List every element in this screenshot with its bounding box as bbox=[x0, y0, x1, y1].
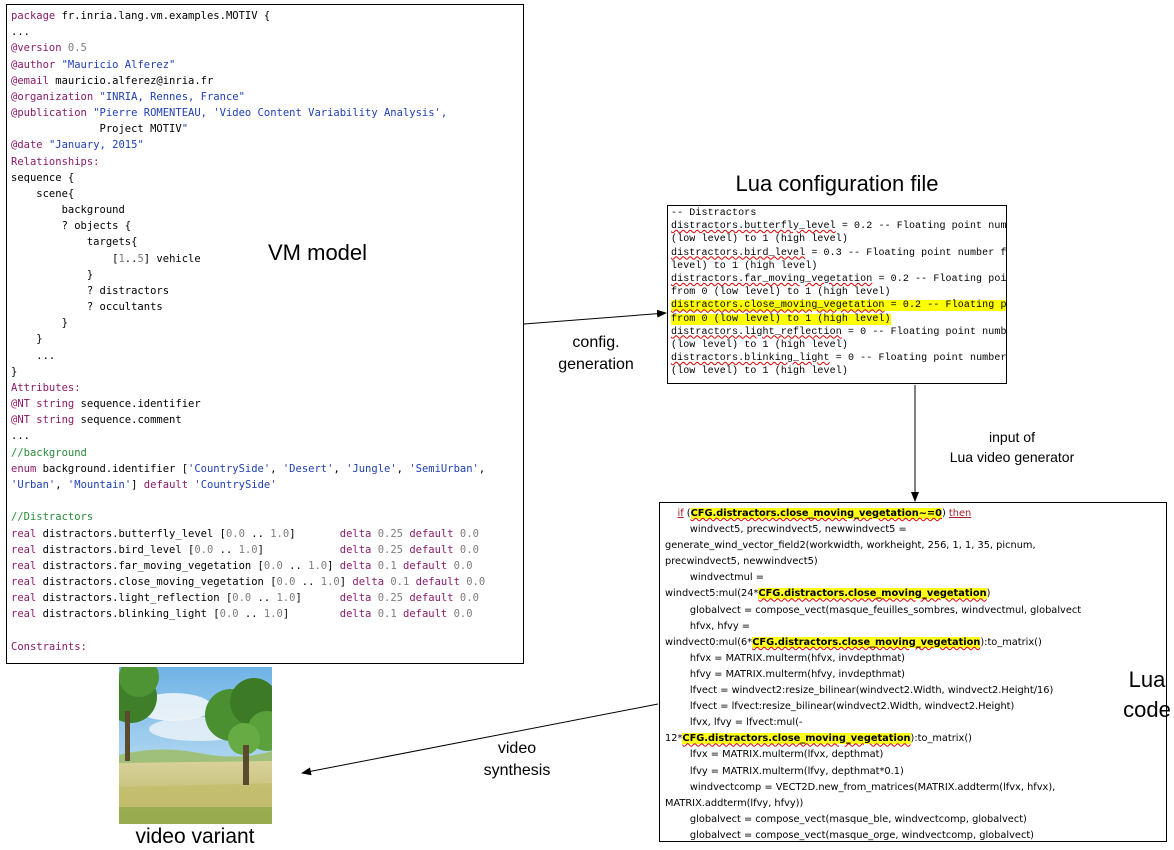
config-generation-line2: generation bbox=[558, 356, 634, 373]
lua-config-line: from 0 (low level) to 1 (high level) bbox=[671, 287, 891, 299]
lua-code-label-line1: Lua bbox=[1128, 667, 1166, 692]
vm-code-line: Constraints: bbox=[11, 640, 87, 653]
lua-config-line: from 0 (low level) to 1 (high level) bbox=[671, 313, 891, 325]
vm-code-line: targets{ bbox=[11, 236, 138, 249]
vm-code-line: ? distractors bbox=[11, 284, 170, 297]
vm-code-line: real distractors.light_reflection [0.0 .… bbox=[11, 592, 479, 605]
lua-code-line: hfvx = MATRIX.multerm(hfvx, invdepthmat) bbox=[665, 652, 906, 664]
vm-code-line: @email mauricio.alferez@inria.fr bbox=[11, 74, 214, 87]
lua-code: if (CFG.distractors.close_moving_vegetat… bbox=[665, 506, 1164, 841]
vm-code-line: 'Urban', 'Mountain'] default 'CountrySid… bbox=[11, 478, 277, 491]
vm-code-line: Attributes: bbox=[11, 381, 81, 394]
vm-code-line: [1..5] vehicle bbox=[11, 252, 201, 265]
lua-config-line: (low level) to 1 (high level) bbox=[671, 234, 848, 246]
lua-config-line: level) to 1 (high level) bbox=[671, 260, 818, 272]
lua-config-line: distractors.far_moving_vegetation = 0.2 … bbox=[671, 273, 1007, 285]
vm-code-line: Relationships: bbox=[11, 155, 100, 168]
lua-config-code: -- Distractors distractors.butterfly_leve… bbox=[671, 207, 1007, 378]
lua-config-title: Lua configuration file bbox=[735, 171, 939, 196]
vm-code-line: real distractors.far_moving_vegetation [… bbox=[11, 559, 473, 572]
lua-code-line: windvectcomp = VECT2D.new_from_matrices(… bbox=[665, 781, 1056, 793]
vm-code-line: Project MOTIV" bbox=[11, 123, 189, 136]
lua-config-line: distractors.close_moving_vegetation = 0.… bbox=[671, 299, 1006, 312]
lua-code-line: globalvect = compose_vect(masque_ble, wi… bbox=[665, 813, 1027, 825]
lua-code-line: precwindvect5, newwindvect5) bbox=[665, 556, 818, 568]
config-generation-arrow bbox=[523, 309, 667, 325]
vm-code-line: @date "January, 2015" bbox=[11, 139, 144, 152]
vm-code-line: real distractors.butterfly_level [0.0 ..… bbox=[11, 527, 479, 540]
lua-code-line: windvect0:mul(6*CFG.distractors.close_mo… bbox=[665, 636, 1042, 648]
vm-code-line: ? occultants bbox=[11, 301, 163, 314]
input-of-line2: Lua video generator bbox=[949, 449, 1075, 465]
video-variant-image bbox=[119, 667, 272, 824]
vm-code-line: @organization "INRIA, Rennes, France" bbox=[11, 90, 245, 103]
lua-code-panel: if (CFG.distractors.close_moving_vegetat… bbox=[659, 502, 1167, 842]
lua-code-line: hfvx, hfvy = bbox=[665, 620, 750, 632]
vm-code-line: @author "Mauricio Alferez" bbox=[11, 58, 176, 71]
lua-code-line: lfvect = windvect2:resize_bilinear(windv… bbox=[665, 685, 1054, 697]
vm-code-line: @publication "Pierre ROMENTEAU, 'Video C… bbox=[11, 107, 448, 120]
vm-code-line: real distractors.close_moving_vegetation… bbox=[11, 576, 486, 589]
lua-code-line: if (CFG.distractors.close_moving_vegetat… bbox=[677, 508, 972, 519]
video-variant-label: video variant bbox=[135, 825, 255, 848]
vm-code-line: package fr.inria.lang.vm.examples.MOTIV … bbox=[11, 10, 271, 22]
vm-code-line: real distractors.blinking_light [0.0 .. … bbox=[11, 608, 473, 621]
vm-code-line bbox=[11, 493, 485, 509]
vm-code-line: scene{ bbox=[11, 187, 75, 200]
lua-code-line: windvect5, precwindvect5, newwindvect5 = bbox=[665, 524, 907, 536]
vm-code-line: ? objects { bbox=[11, 220, 132, 233]
lua-code-line: lfvy = MATRIX.multerm(lfvy, depthmat*0.1… bbox=[665, 765, 904, 777]
vm-code-line: } bbox=[11, 317, 68, 330]
lua-code-line: generate_wind_vector_field2(workwidth, w… bbox=[665, 540, 1036, 552]
config-generation-label: config. generation bbox=[540, 332, 652, 376]
lua-config-line: distractors.bird_level = 0.3 -- Floating… bbox=[671, 247, 1007, 259]
lua-code-line: MATRIX.addterm(lfvy, hfvy)) bbox=[665, 797, 804, 809]
vm-code-line: real distractors.bird_level [0.0 .. 1.0]… bbox=[11, 543, 479, 556]
lua-code-line: windvectmul = bbox=[665, 572, 764, 584]
lua-code-label-line2: code bbox=[1123, 697, 1171, 722]
vm-code-line: ... bbox=[11, 656, 30, 664]
config-generation-line1: config. bbox=[572, 334, 620, 351]
input-of-label: input of Lua video generator bbox=[910, 427, 1114, 467]
vm-code-line: ... bbox=[11, 26, 30, 39]
vm-code-line: @NT string sequence.comment bbox=[11, 414, 182, 427]
vm-code-line: ... bbox=[11, 349, 56, 362]
vm-code-line: enum background.identifier ['CountrySide… bbox=[11, 462, 486, 475]
vm-code-line: @NT string sequence.identifier bbox=[11, 398, 201, 411]
video-synthesis-label: video synthesis bbox=[462, 738, 572, 782]
vm-code-line: @version 0.5 bbox=[11, 42, 87, 55]
lua-config-line: (low level) to 1 (high level) bbox=[671, 339, 848, 351]
vm-model-code-panel: package fr.inria.lang.vm.examples.MOTIV … bbox=[6, 4, 524, 664]
lua-code-line: globalvect = compose_vect(masque_orge, w… bbox=[665, 829, 1034, 841]
lua-code-label: Lua code bbox=[1120, 665, 1174, 725]
lua-code-line: lfvx, lfvy = lfvect:mul(- bbox=[665, 717, 803, 729]
vm-model-code: package fr.inria.lang.vm.examples.MOTIV … bbox=[11, 8, 486, 664]
vm-code-line: ... bbox=[11, 430, 30, 443]
vm-code-line: } bbox=[11, 268, 94, 281]
vm-code-line: //background bbox=[11, 446, 87, 459]
lua-config-line: -- Distractors bbox=[671, 208, 757, 219]
lua-code-line: lfvx = MATRIX.multerm(lfvx, depthmat) bbox=[665, 749, 884, 761]
lua-code-line: 12*CFG.distractors.close_moving_vegetati… bbox=[665, 733, 972, 745]
vm-code-line: } bbox=[11, 365, 18, 378]
vm-code-line: background bbox=[11, 204, 125, 217]
lua-code-line: lfvect = lfvect:resize_bilinear(windvect… bbox=[665, 701, 1015, 713]
lua-code-line: globalvect = compose_vect(masque_feuille… bbox=[665, 604, 1082, 616]
lua-code-line: windvect5:mul(24*CFG.distractors.close_m… bbox=[665, 588, 991, 600]
lua-config-panel: -- Distractors distractors.butterfly_leve… bbox=[667, 205, 1007, 384]
lua-config-line: (low level) to 1 (high level) bbox=[671, 366, 848, 378]
lua-code-line: hfvy = MATRIX.multerm(hfvy, invdepthmat) bbox=[665, 668, 906, 680]
vm-code-line: } bbox=[11, 333, 43, 346]
lua-config-line: distractors.butterfly_level = 0.2 -- Flo… bbox=[671, 221, 1007, 233]
input-of-line1: input of bbox=[989, 429, 1035, 445]
lua-config-line: distractors.light_reflection = 0 -- Floa… bbox=[671, 326, 1007, 338]
video-synthesis-line2: synthesis bbox=[483, 762, 551, 779]
vm-code-line: sequence { bbox=[11, 171, 75, 184]
vm-code-line: //Distractors bbox=[11, 511, 94, 524]
video-synthesis-line1: video bbox=[497, 740, 537, 757]
vm-code-line bbox=[11, 623, 485, 639]
video-variant-thumbnail bbox=[119, 667, 272, 824]
vm-model-label: VM model bbox=[268, 240, 368, 265]
lua-config-line: distractors.blinking_light = 0 -- Floati… bbox=[671, 353, 1007, 365]
